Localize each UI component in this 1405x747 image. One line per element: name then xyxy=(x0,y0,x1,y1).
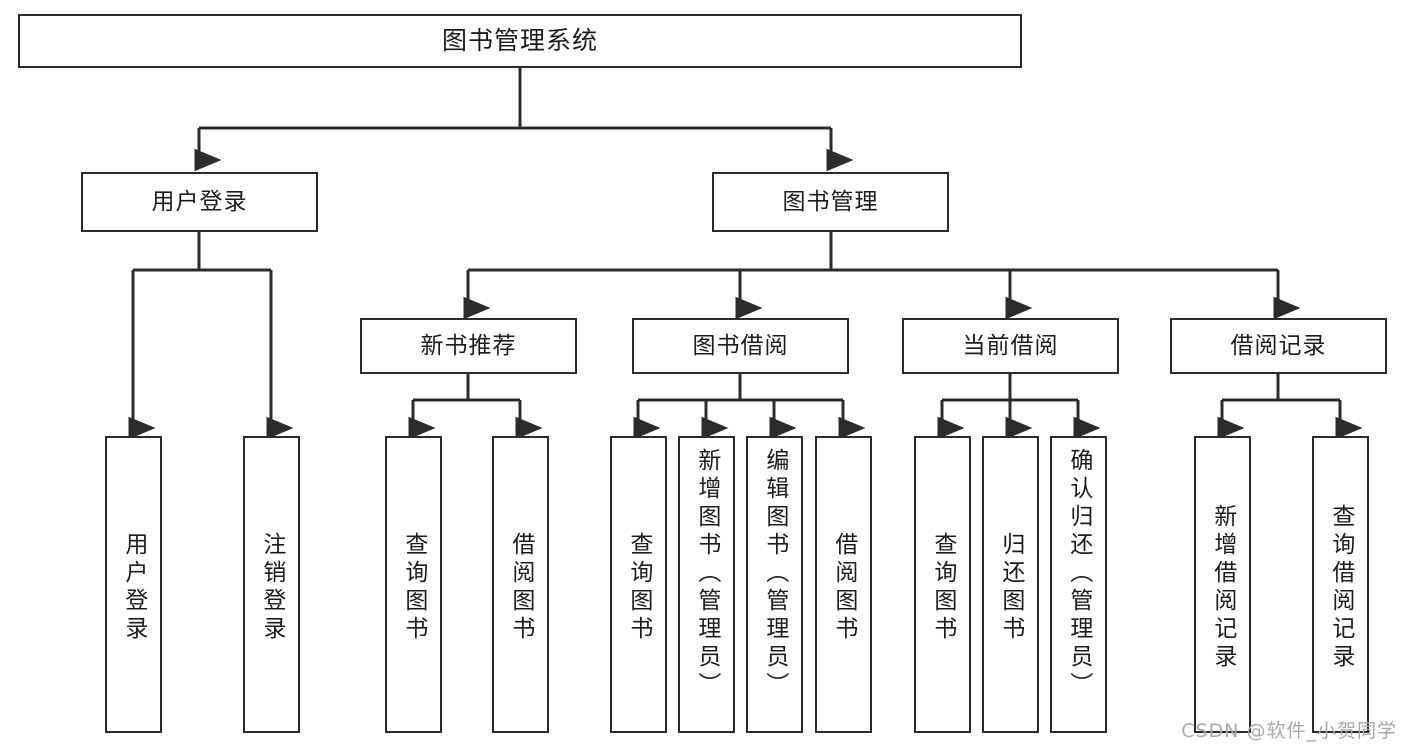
leaf-query-book-recommend[interactable]: 查询图书 xyxy=(385,436,442,733)
node-book-borrow[interactable]: 图书借阅 xyxy=(632,318,849,374)
leaf-edit-book[interactable]: 编辑图书（管理员） xyxy=(746,436,803,733)
node-label: 图书借阅 xyxy=(692,332,789,359)
node-user-login[interactable]: 用户登录 xyxy=(81,172,318,232)
node-label: 当前借阅 xyxy=(962,332,1059,359)
node-label: 新增图书（管理员） xyxy=(693,448,720,700)
node-label: 查询图书 xyxy=(400,532,427,644)
node-label: 编辑图书（管理员） xyxy=(761,448,788,700)
node-label: 注销登录 xyxy=(258,532,285,644)
leaf-user-login[interactable]: 用户登录 xyxy=(105,436,162,733)
node-label: 确认归还（管理员） xyxy=(1065,448,1092,700)
node-label: 新增借阅记录 xyxy=(1209,504,1236,672)
node-label: 查询借阅记录 xyxy=(1327,504,1354,672)
node-label: 归还图书 xyxy=(997,532,1024,644)
node-label: 图书管理 xyxy=(782,188,879,215)
node-label: 用户登录 xyxy=(120,532,147,644)
leaf-borrow-book[interactable]: 借阅图书 xyxy=(815,436,872,733)
leaf-user-logout[interactable]: 注销登录 xyxy=(243,436,300,733)
leaf-add-borrow-record[interactable]: 新增借阅记录 xyxy=(1194,436,1251,733)
watermark-text: CSDN @软件_小贺同学 xyxy=(1181,720,1397,742)
node-label: 借阅记录 xyxy=(1230,332,1327,359)
node-label: 新书推荐 xyxy=(420,332,517,359)
node-label: 图书管理系统 xyxy=(441,26,598,56)
node-label: 借阅图书 xyxy=(507,532,534,644)
leaf-confirm-return[interactable]: 确认归还（管理员） xyxy=(1050,436,1107,733)
node-new-book-recommend[interactable]: 新书推荐 xyxy=(360,318,577,374)
node-label: 借阅图书 xyxy=(830,532,857,644)
leaf-borrow-book-recommend[interactable]: 借阅图书 xyxy=(492,436,549,733)
leaf-add-book[interactable]: 新增图书（管理员） xyxy=(678,436,735,733)
node-current-borrow[interactable]: 当前借阅 xyxy=(902,318,1119,374)
node-label: 查询图书 xyxy=(625,532,652,644)
node-borrow-record[interactable]: 借阅记录 xyxy=(1170,318,1387,374)
leaf-return-book[interactable]: 归还图书 xyxy=(982,436,1039,733)
node-label: 用户登录 xyxy=(151,188,248,215)
leaf-query-book-borrow[interactable]: 查询图书 xyxy=(610,436,667,733)
leaf-query-book-current[interactable]: 查询图书 xyxy=(914,436,971,733)
leaf-query-borrow-record[interactable]: 查询借阅记录 xyxy=(1312,436,1369,733)
node-root-system[interactable]: 图书管理系统 xyxy=(18,14,1022,68)
node-book-manage[interactable]: 图书管理 xyxy=(712,172,949,232)
node-label: 查询图书 xyxy=(929,532,956,644)
